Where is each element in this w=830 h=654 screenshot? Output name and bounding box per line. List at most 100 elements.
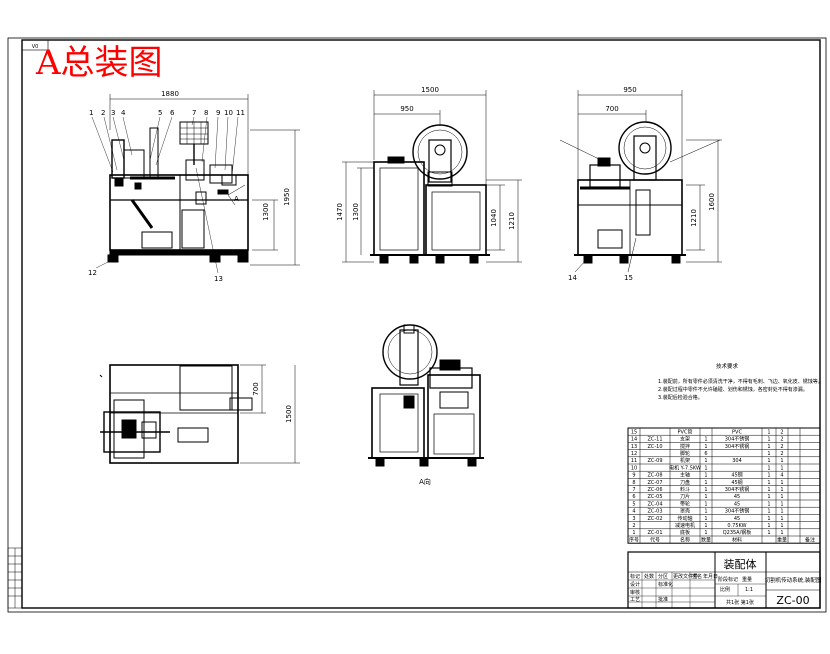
bom-cell-material: 0.75KW — [727, 523, 746, 529]
bom-cell-name: 减速电机 — [675, 522, 695, 529]
bom-cell-b: 1 — [780, 465, 783, 471]
bom-cell-a: 1 — [767, 501, 770, 507]
bom-table-grid — [627, 427, 821, 544]
bom-cell-name: 搅拌 — [680, 443, 690, 450]
callout-12: 12 — [88, 269, 97, 277]
bom-cell-qty: 1 — [704, 530, 707, 536]
bom-cell-material: 45 — [734, 494, 740, 500]
bom-cell-b: 2 — [780, 444, 783, 450]
callout-13: 13 — [214, 275, 223, 283]
bom-header-qty: 数量 — [701, 536, 711, 543]
bom-cell-material: 45钢 — [731, 479, 742, 486]
bom-cell-code: ZC-10 — [647, 444, 662, 450]
right-dim-1: 1210 — [690, 209, 698, 227]
tb-label-approve: 批准 — [658, 596, 668, 603]
bom-cell-no: 10 — [631, 465, 637, 471]
bom-cell-code: ZC-01 — [647, 530, 662, 536]
bom-cell-b: 2 — [780, 429, 783, 435]
bom-cell-code: ZC-04 — [647, 501, 662, 507]
tb-label-count: 处数 — [644, 573, 654, 580]
front-height-inner-dim: 1300 — [262, 203, 270, 221]
callout-8: 8 — [204, 109, 208, 117]
bom-cell-no: 7 — [632, 487, 635, 493]
bom-cell-code: ZC-07 — [647, 480, 662, 486]
bom-cell-a: 1 — [767, 437, 770, 443]
bom-cell-b: 1 — [780, 458, 783, 464]
sheet-tag-box — [21, 39, 49, 51]
a-view-label: A向 — [419, 477, 431, 486]
tech-notes-heading: 技术要求 — [716, 362, 739, 370]
tb-label-sign: 签名 — [692, 573, 702, 580]
bom-cell-b: 1 — [780, 494, 783, 500]
bom-header-code: 代号 — [650, 536, 660, 543]
bom-cell-a: 1 — [767, 458, 770, 464]
bom-cell-no: 13 — [631, 444, 637, 450]
tb-label-review: 审核 — [630, 589, 640, 596]
bom-header-note: 备注 — [805, 536, 815, 543]
tb-label-mark: 标记 — [630, 573, 640, 580]
tb-label-date: 年月日 — [703, 573, 718, 580]
bom-cell-material: 45 — [734, 501, 740, 507]
bom-cell-b: 1 — [780, 530, 783, 536]
bom-cell-a: 1 — [767, 429, 770, 435]
tb-label-standard: 标准化 — [658, 581, 673, 588]
front-width-dim: 1880 — [161, 90, 179, 98]
bom-cell-material: 45 — [734, 516, 740, 522]
bom-cell-code: ZC-11 — [647, 437, 662, 443]
sheet-tag: V0 — [32, 44, 39, 50]
outer-frame — [7, 37, 827, 613]
side-left-dim-1: 1470 — [336, 203, 344, 221]
inner-frame — [21, 39, 821, 609]
right-width-outer-dim: 950 — [623, 86, 636, 94]
bom-cell-code: ZC-06 — [647, 487, 662, 493]
front-callouts — [91, 116, 239, 274]
arrow-a-label: A — [234, 195, 239, 203]
bom-cell-a: 1 — [767, 451, 770, 457]
bom-cell-a: 1 — [767, 523, 770, 529]
callout-3: 3 — [111, 109, 115, 117]
tech-note-1: 1.装配前，所有零件必须清洗干净，不得有毛刺、飞边、氧化皮、锈蚀等。 — [658, 378, 823, 385]
bom-cell-b: 2 — [780, 437, 783, 443]
bom-cell-no: 4 — [632, 509, 635, 515]
bom-cell-b: 1 — [780, 523, 783, 529]
bom-cell-qty: 1 — [704, 480, 707, 486]
bom-cell-no: 2 — [632, 523, 635, 529]
callout-15: 15 — [624, 274, 633, 282]
bom-cell-a: 1 — [767, 494, 770, 500]
bom-cell-name: 刀盘 — [680, 479, 690, 486]
bom-cell-b: 1 — [780, 509, 783, 515]
tb-label-stage: 阶段标记 — [718, 576, 738, 583]
bom-cell-code: ZC-09 — [647, 458, 662, 464]
bom-cell-no: 15 — [631, 429, 637, 435]
revision-strip — [7, 547, 23, 609]
bom-cell-b: 1 — [780, 487, 783, 493]
tb-label-design: 设计 — [630, 581, 640, 588]
bom-cell-qty: 1 — [704, 501, 707, 507]
top-short-dim: 700 — [252, 382, 260, 395]
bom-cell-name: 底板 — [680, 529, 690, 536]
bom-header-material: 材料 — [732, 536, 742, 543]
bom-cell-no: 14 — [631, 437, 637, 443]
callout-11: 11 — [236, 109, 245, 117]
side-view-dims — [342, 90, 522, 263]
bom-cell-no: 12 — [631, 451, 637, 457]
side-width-inner-dim: 950 — [400, 105, 413, 113]
bom-cell-name: 带轮 — [680, 500, 690, 507]
a-direction-view — [368, 324, 484, 467]
bom-cell-name: 刀片 — [680, 493, 690, 500]
bom-cell-material: 304不锈钢 — [725, 486, 750, 493]
tb-label-zone: 分区 — [658, 573, 668, 580]
right-dim-2: 1600 — [708, 193, 716, 211]
bom-cell-qty: 1 — [704, 487, 707, 493]
drawing-title: A总装图 — [35, 43, 163, 83]
bom-cell-a: 1 — [767, 444, 770, 450]
title-block-scale: 1:1 — [745, 587, 753, 593]
bom-cell-code: ZC-03 — [647, 509, 662, 515]
tb-label-change: 更改文件号 — [673, 573, 698, 580]
right-view — [574, 121, 686, 264]
side-view — [370, 124, 490, 264]
bom-cell-qty: 1 — [704, 473, 707, 479]
bom-cell-b: 1 — [780, 516, 783, 522]
title-block-scale-label: 比例 — [720, 586, 730, 593]
right-view-dims — [559, 90, 722, 273]
